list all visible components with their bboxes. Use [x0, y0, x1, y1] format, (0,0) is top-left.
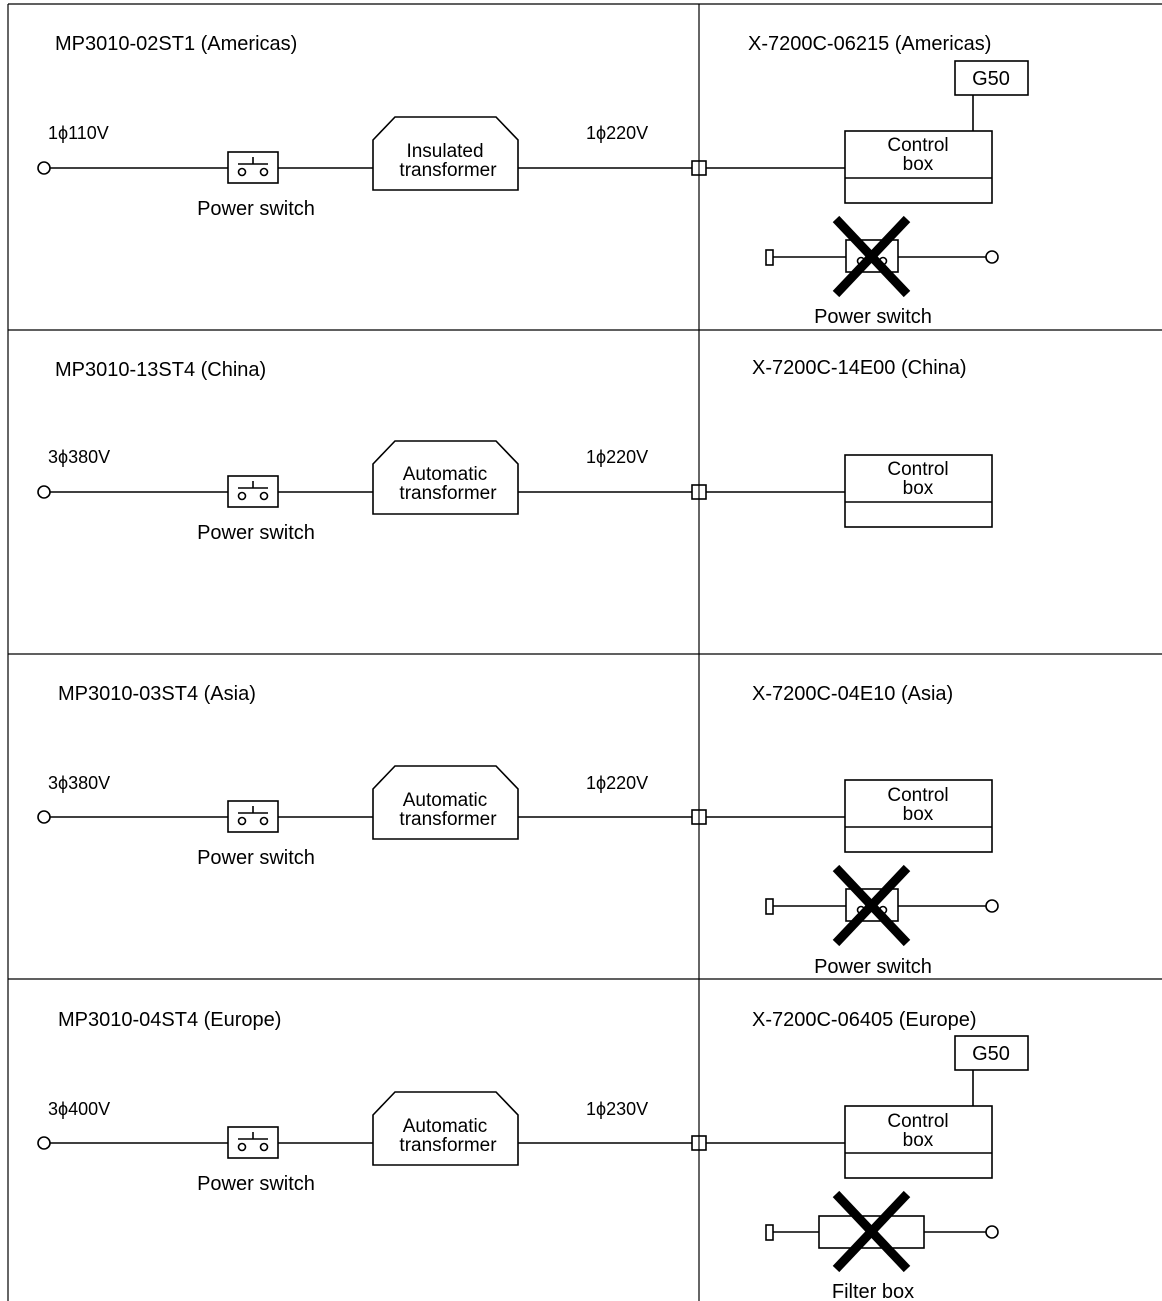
output-voltage: 1ϕ220V: [586, 123, 648, 143]
input-voltage: 3ϕ380V: [48, 447, 110, 467]
power-switch-label: Power switch: [197, 522, 315, 544]
transformer-label-line2: transformer: [399, 1135, 497, 1156]
output-voltage: 1ϕ220V: [586, 447, 648, 467]
control-box-label-line1: Control: [887, 785, 948, 806]
right-model-title: X-7200C-06405 (Europe): [752, 1009, 977, 1031]
panel-europe: MP3010-04ST4 (Europe) X-7200C-06405 (Eur…: [37, 1009, 1029, 1301]
panel-americas: MP3010-02ST1 (Americas) X-7200C-06215 (A…: [37, 33, 1029, 328]
left-model-title: MP3010-04ST4 (Europe): [58, 1009, 281, 1031]
transformer-label-line1: Automatic: [403, 790, 487, 811]
output-voltage: 1ϕ230V: [586, 1099, 648, 1119]
g50-label: G50: [972, 68, 1010, 90]
transformer-label-line2: transformer: [399, 809, 497, 830]
power-switch-symbol: [227, 475, 279, 508]
transformer-label-line2: transformer: [399, 160, 497, 181]
right-model-title: X-7200C-06215 (Americas): [748, 33, 991, 55]
cross-mark-icon: [832, 1190, 911, 1273]
right-model-title: X-7200C-14E00 (China): [752, 357, 967, 379]
control-box-label-line1: Control: [887, 459, 948, 480]
control-box-label-line1: Control: [887, 135, 948, 156]
control-box-label-line2: box: [903, 478, 934, 499]
input-terminal: [37, 485, 51, 499]
transformer-label-line1: Automatic: [403, 464, 487, 485]
power-switch-symbol: [227, 151, 279, 184]
output-voltage: 1ϕ220V: [586, 773, 648, 793]
control-box-label-line1: Control: [887, 1111, 948, 1132]
transformer-symbol: [372, 765, 519, 840]
input-terminal: [37, 161, 51, 175]
removed-filter-box: [765, 1215, 999, 1249]
left-model-title: MP3010-02ST1 (Americas): [55, 33, 297, 55]
panel-asia: MP3010-03ST4 (Asia) X-7200C-04E10 (Asia)…: [37, 683, 999, 978]
g50-box: [954, 1035, 1029, 1071]
power-switch-symbol: [227, 1126, 279, 1159]
input-terminal: [37, 1136, 51, 1150]
power-switch-label: Power switch: [197, 198, 315, 220]
power-switch-label: Power switch: [197, 847, 315, 869]
input-voltage: 1ϕ110V: [48, 123, 109, 143]
g50-box: [954, 60, 1029, 96]
transformer-symbol: [372, 116, 519, 191]
transformer-label-line1: Insulated: [406, 141, 483, 162]
control-box: [844, 779, 993, 853]
crossed-item-label: Power switch: [814, 306, 932, 328]
transformer-label-line2: transformer: [399, 483, 497, 504]
panel-china: MP3010-13ST4 (China) X-7200C-14E00 (Chin…: [37, 357, 993, 544]
cross-mark-icon: [832, 864, 911, 947]
left-model-title: MP3010-13ST4 (China): [55, 359, 266, 381]
control-box-label-line2: box: [903, 804, 934, 825]
transformer-symbol: [372, 440, 519, 515]
removed-power-switch: [765, 239, 999, 273]
power-switch-label: Power switch: [197, 1173, 315, 1195]
cross-mark-icon: [832, 215, 911, 298]
left-model-title: MP3010-03ST4 (Asia): [58, 683, 256, 705]
transformer-symbol: [372, 1091, 519, 1166]
transformer-label-line1: Automatic: [403, 1116, 487, 1137]
input-voltage: 3ϕ380V: [48, 773, 110, 793]
control-box-label-line2: box: [903, 154, 934, 175]
power-switch-symbol: [227, 800, 279, 833]
control-box: [844, 130, 993, 204]
control-box-label-line2: box: [903, 1130, 934, 1151]
g50-label: G50: [972, 1043, 1010, 1065]
control-box: [844, 1105, 993, 1179]
input-voltage: 3ϕ400V: [48, 1099, 110, 1119]
right-model-title: X-7200C-04E10 (Asia): [752, 683, 953, 705]
crossed-item-label: Filter box: [832, 1281, 914, 1301]
input-terminal: [37, 810, 51, 824]
control-box: [844, 454, 993, 528]
crossed-item-label: Power switch: [814, 956, 932, 978]
